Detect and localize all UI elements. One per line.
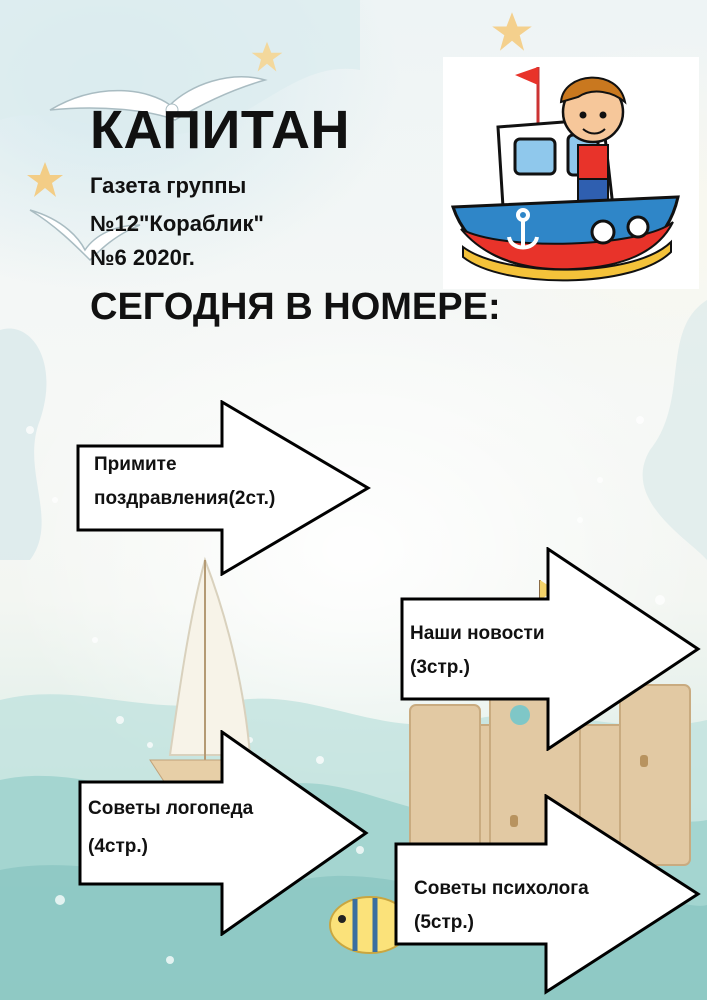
contents-item-title: Советы логопеда: [88, 798, 254, 819]
contents-item-page: (3стр.): [410, 657, 470, 678]
contents-item-page: поздравления(2ст.): [94, 488, 276, 509]
contents-arrow-congratulations: Примите поздравления(2ст.): [76, 400, 372, 576]
contents-heading: СЕГОДНЯ В НОМЕРЕ:: [90, 286, 501, 328]
contents-item-page: (4стр.): [88, 836, 148, 857]
starfish-icon: [251, 41, 283, 72]
arrow-right-icon: [400, 547, 701, 751]
starfish-icon: [27, 162, 63, 197]
contents-arrow-psychologist: Советы психолога (5стр.): [394, 794, 702, 996]
newspaper-title: КАПИТАН: [90, 100, 350, 160]
contents-item-title: Наши новости: [410, 623, 545, 644]
subtitle-line: Газета группы: [90, 173, 247, 198]
seagull-icon: [49, 76, 268, 121]
contents-item-page: (5стр.): [414, 912, 474, 933]
contents-arrow-news: Наши новости (3стр.): [400, 547, 702, 751]
contents-arrow-speech-therapist: Советы логопеда (4стр.): [78, 730, 370, 936]
arrow-right-icon: [76, 400, 371, 576]
boy-on-boat-icon: [443, 57, 699, 289]
arrow-right-icon: [394, 794, 701, 995]
starfish-icon: [492, 12, 532, 51]
subtitle-line: №12"Кораблик": [90, 211, 264, 236]
subtitle-line: №6 2020г.: [90, 245, 195, 270]
seagull-icon: [29, 209, 141, 262]
arrow-right-icon: [78, 730, 369, 936]
contents-item-title: Советы психолога: [414, 878, 589, 899]
contents-item-title: Примите: [94, 454, 177, 475]
